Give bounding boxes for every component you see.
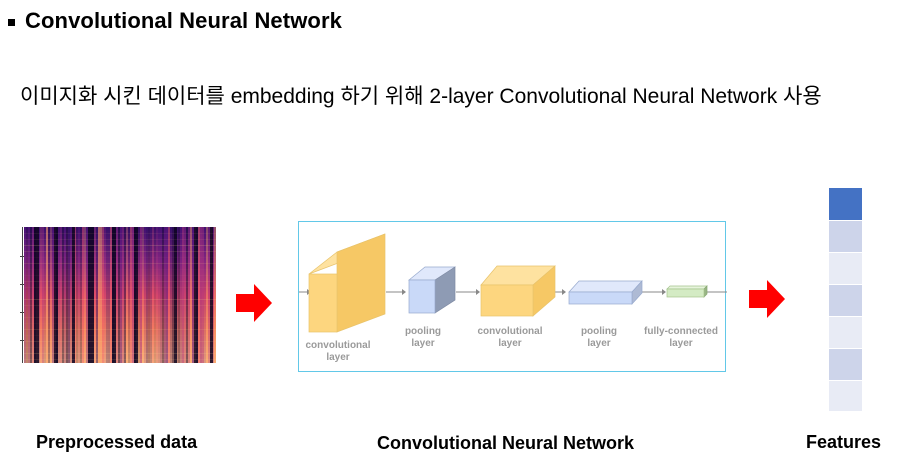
pool-layer-2-block bbox=[568, 280, 643, 305]
red-right-arrow-icon bbox=[749, 280, 785, 318]
bullet-icon bbox=[8, 18, 15, 26]
axis-tick bbox=[20, 256, 24, 257]
feature-cell bbox=[829, 220, 862, 252]
slide-subtitle: 이미지화 시킨 데이터를 embedding 하기 위해 2-layer Con… bbox=[20, 85, 822, 108]
axis-tick bbox=[20, 284, 24, 285]
caption-cnn: Convolutional Neural Network bbox=[377, 433, 635, 453]
feature-cell-highlighted bbox=[829, 188, 862, 220]
cnn-layer-graphics bbox=[299, 233, 727, 333]
feature-cell bbox=[829, 348, 862, 380]
caption-features: Features bbox=[806, 432, 882, 452]
axis-tick bbox=[20, 312, 24, 313]
caption-preprocessed-data: Preprocessed data bbox=[36, 432, 198, 452]
fc-layer-block bbox=[666, 285, 708, 298]
slide-title: Convolutional Neural Network bbox=[25, 8, 342, 33]
axis-tick bbox=[20, 340, 24, 341]
pool-layer-1-block bbox=[408, 266, 456, 314]
conv-layer-2-block bbox=[480, 265, 556, 317]
red-right-arrow-icon bbox=[236, 284, 272, 322]
conv-layer-1-block bbox=[308, 233, 386, 333]
spectrogram-axis bbox=[22, 227, 23, 363]
feature-cell bbox=[829, 316, 862, 348]
feature-cell bbox=[829, 252, 862, 284]
feature-cell bbox=[829, 380, 862, 411]
feature-cell bbox=[829, 284, 862, 316]
title-row: Convolutional Neural Network bbox=[8, 8, 342, 34]
spectrogram-image bbox=[24, 227, 216, 363]
